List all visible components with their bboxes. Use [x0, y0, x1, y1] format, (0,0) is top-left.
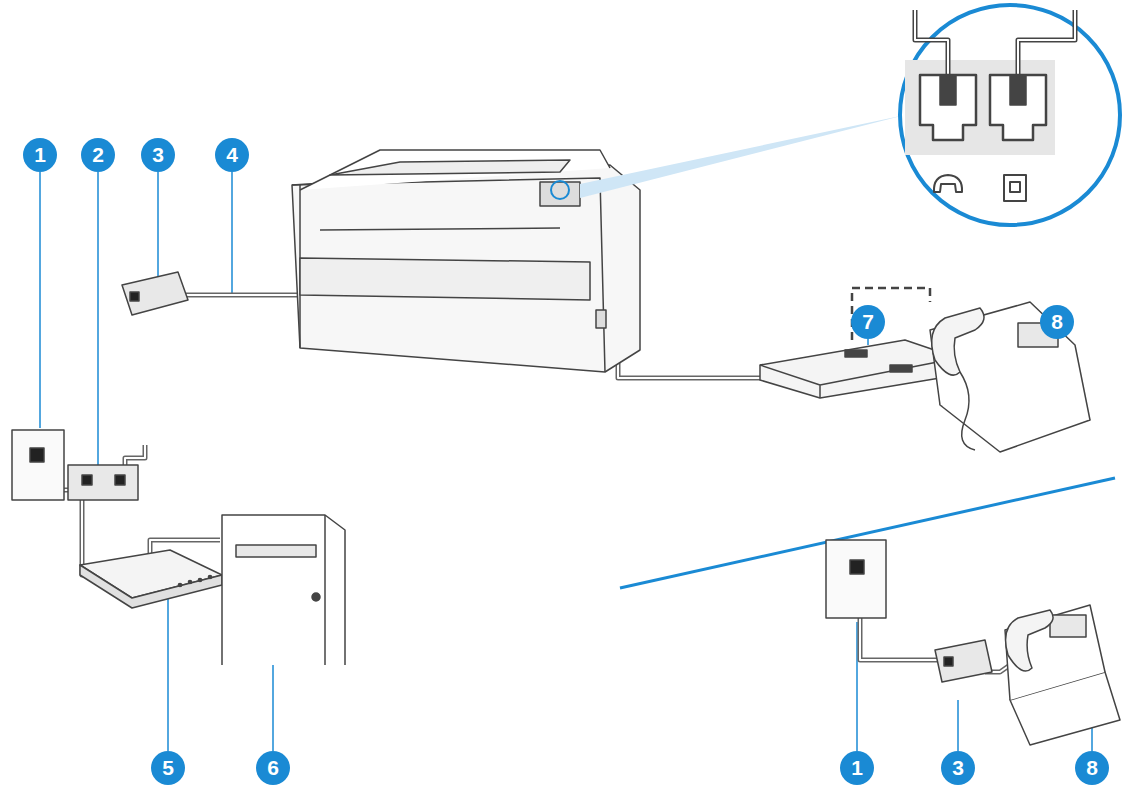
callout-number: 3 [941, 751, 975, 785]
callout-number: 4 [215, 138, 249, 172]
callout-number: 8 [1075, 751, 1109, 785]
callout-number: 3 [141, 138, 175, 172]
callout-number: 2 [81, 138, 115, 172]
callout-number: 1 [23, 138, 57, 172]
callout-number: 8 [1040, 305, 1074, 339]
callout-number: 1 [840, 751, 874, 785]
callout-number: 5 [151, 751, 185, 785]
callout-number: 7 [851, 305, 885, 339]
callout-number: 6 [256, 751, 290, 785]
